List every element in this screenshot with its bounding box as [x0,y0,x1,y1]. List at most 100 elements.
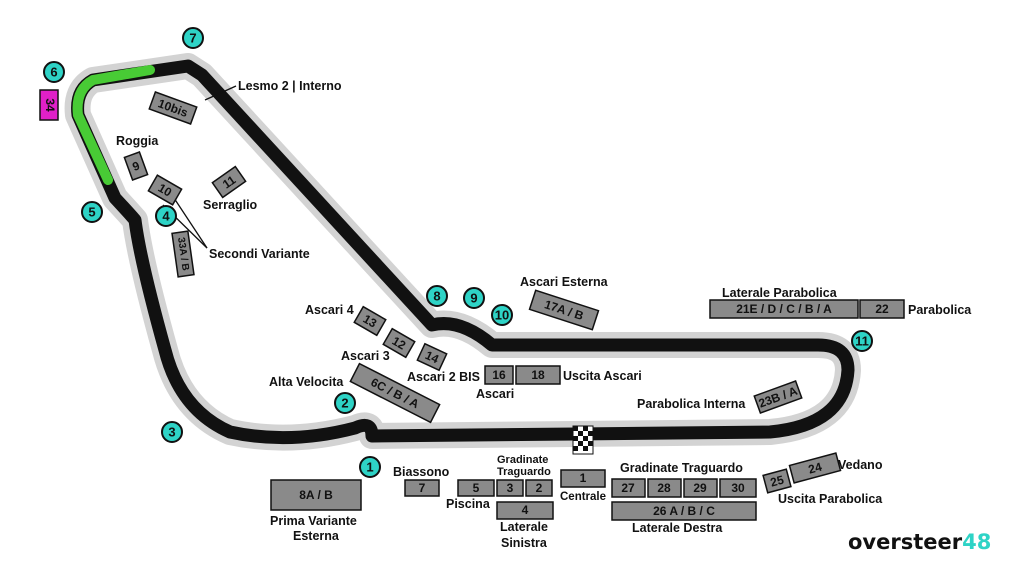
label-parabolica: Parabolica [908,303,972,317]
label-prima-variante-2: Esterna [293,529,340,543]
grandstand-14[interactable]: 14 [416,342,448,372]
grandstand-10bis[interactable]: 10bis [148,91,198,125]
label-uscita-parabolica: Uscita Parabolica [778,492,883,506]
grandstand-34[interactable]: 34 [39,89,59,121]
grandstand-23[interactable]: 23B / A [753,380,803,414]
grandstand-18[interactable]: 18 [515,365,561,385]
grandstand-9-label: 9 [131,158,142,174]
turn-4-label: 4 [162,209,170,224]
grandstand-12-label: 12 [390,334,409,353]
grandstand-26[interactable]: 26 A / B / C [611,501,757,521]
label-laterale-sinistra-1: Laterale [500,520,548,534]
grandstand-8[interactable]: 8A / B [270,479,362,511]
grandstand-22-label: 22 [875,302,889,316]
grandstand-33[interactable]: 33A / B [171,230,195,278]
turn-3-label: 3 [168,425,175,440]
turn-7-marker[interactable]: 7 [182,27,204,49]
turn-11-marker[interactable]: 11 [851,330,873,352]
label-uscita-ascari: Uscita Ascari [563,369,642,383]
grandstand-13[interactable]: 13 [353,305,387,337]
label-ascari2bis: Ascari 2 BIS [407,370,480,384]
grandstand-12[interactable]: 12 [382,327,416,359]
brand-name: oversteer [848,530,963,554]
label-vedano: Vedano [838,458,883,472]
grandstand-5[interactable]: 5 [457,479,495,497]
turn-3-marker[interactable]: 3 [161,421,183,443]
grandstand-28[interactable]: 28 [647,478,682,498]
grandstand-25-label: 25 [769,473,786,490]
grandstand-33-label: 33A / B [175,237,191,272]
grandstand-24[interactable]: 24 [788,452,842,484]
grandstand-4-label: 4 [522,503,529,517]
label-roggia: Roggia [116,134,159,148]
label-gradinate-traguardo: Gradinate Traguardo [620,461,743,475]
turn-10-label: 10 [495,308,509,323]
label-laterale-sinistra-2: Sinistra [501,536,548,550]
grandstand-9[interactable]: 9 [123,151,149,181]
label-gradinate-small-1: Gradinate [497,454,548,466]
label-biassono: Biassono [393,465,450,479]
label-laterale-destra: Laterale Destra [632,521,723,535]
label-gradinate-small-2: Traguardo [497,466,551,478]
grandstand-13-label: 13 [361,312,380,331]
grandstand-2[interactable]: 2 [525,479,553,497]
turn-5-marker[interactable]: 5 [81,201,103,223]
grandstand-7[interactable]: 7 [404,479,440,497]
turn-2-marker[interactable]: 2 [334,392,356,414]
label-parabolica-interna: Parabolica Interna [637,397,746,411]
track-surface [71,59,855,445]
grandstands: 34 10bis 9 10 11 33A / B 13 12 [39,89,905,521]
grandstand-10[interactable]: 10 [147,174,183,206]
label-alta-velocita: Alta Velocita [269,375,344,389]
label-secondi: Secondi Variante [209,247,310,261]
grandstand-17[interactable]: 17A / B [528,289,600,331]
turn-6-label: 6 [50,65,57,80]
label-ascari: Ascari [476,387,514,401]
label-lesmo: Lesmo 2 | Interno [238,79,342,93]
grandstand-3-label: 3 [507,481,514,495]
grandstand-25[interactable]: 25 [762,468,792,494]
turn-9-marker[interactable]: 9 [463,287,485,309]
area-labels: Lesmo 2 | Interno Roggia Serraglio Secon… [116,79,972,550]
grandstand-29-label: 29 [693,481,707,495]
turn-10-marker[interactable]: 10 [491,304,513,326]
label-piscina: Piscina [446,497,491,511]
finish-line-flag [572,425,594,455]
grandstand-30-label: 30 [731,481,745,495]
turn-1-marker[interactable]: 1 [359,456,381,478]
turn-6-marker[interactable]: 6 [43,61,65,83]
turn-1-label: 1 [366,460,373,475]
label-ascari-esterna: Ascari Esterna [520,275,609,289]
grandstand-26-label: 26 A / B / C [653,504,715,518]
grandstand-14-label: 14 [423,348,441,366]
grandstand-16-label: 16 [492,368,506,382]
grandstand-21[interactable]: 21E / D / C / B / A [709,299,859,319]
turn-4-marker[interactable]: 4 [155,205,177,227]
turn-9-label: 9 [470,291,477,306]
grandstand-24-label: 24 [807,460,824,477]
brand-logo: oversteer48 [848,530,991,554]
grandstand-10-label: 10 [156,181,175,200]
grandstand-29[interactable]: 29 [683,478,718,498]
label-laterale-parabolica: Laterale Parabolica [722,286,838,300]
grandstand-27[interactable]: 27 [611,478,646,498]
grandstand-21-label: 21E / D / C / B / A [736,302,832,316]
turn-8-marker[interactable]: 8 [426,285,448,307]
grandstand-4[interactable]: 4 [496,501,554,520]
drs-zone-highlight [72,65,155,185]
leader-secondi-1 [171,194,208,249]
grandstand-16[interactable]: 16 [484,365,514,385]
grandstand-22[interactable]: 22 [859,299,905,319]
grandstand-11[interactable]: 11 [211,165,247,199]
turn-7-label: 7 [189,31,196,46]
turn-5-label: 5 [88,205,95,220]
grandstand-27-label: 27 [621,481,635,495]
label-centrale: Centrale [560,491,606,503]
grandstand-2-label: 2 [536,481,543,495]
label-ascari4: Ascari 4 [305,303,354,317]
grandstand-1[interactable]: 1 [560,469,606,488]
grandstand-30[interactable]: 30 [719,478,757,498]
leader-lesmo [204,85,237,101]
grandstand-3[interactable]: 3 [496,479,524,497]
